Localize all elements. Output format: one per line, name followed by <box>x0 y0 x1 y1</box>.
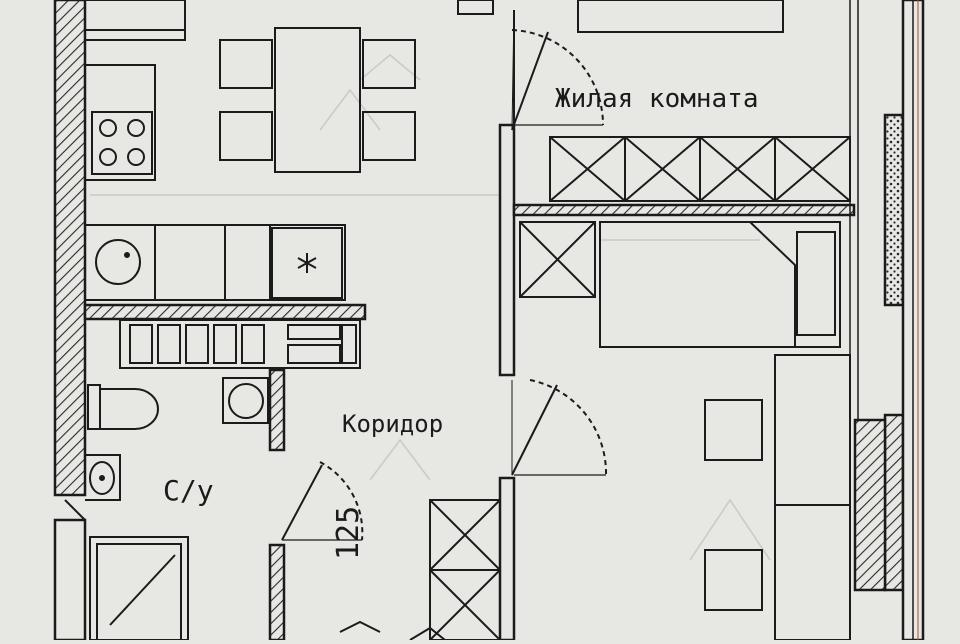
toilet-icon <box>87 384 159 430</box>
central-wall-upper <box>498 123 516 377</box>
kitchen <box>84 0 346 301</box>
bathroom-right-wall <box>268 368 286 452</box>
chair <box>362 111 416 161</box>
chair <box>219 39 273 89</box>
living-room-partition <box>512 203 856 217</box>
kitchen-counter-lower <box>84 224 346 301</box>
sofa <box>577 0 784 33</box>
bathroom-door <box>281 461 364 541</box>
corridor-floor-marker <box>339 620 446 641</box>
storage-cabinets <box>549 136 851 202</box>
work-desk <box>774 354 851 641</box>
right-wall-lower-thin <box>853 418 887 592</box>
bathroom <box>85 319 361 641</box>
asterisk-appliance-icon <box>271 227 343 299</box>
round-sink-icon <box>95 239 141 285</box>
chair <box>362 39 416 89</box>
bathroom-label: С/у <box>163 474 214 507</box>
living-room-label: Жилая комната <box>555 84 759 114</box>
walls <box>53 0 925 642</box>
dining-set <box>219 27 416 173</box>
armchair <box>704 399 763 461</box>
four-burner-stove-icon <box>91 111 153 175</box>
kitchen-counter-upper <box>84 64 156 181</box>
door-width-dimension: 125 <box>331 506 366 560</box>
corridor-label: Коридор <box>342 410 443 438</box>
top-cabinet <box>457 0 494 15</box>
chair <box>219 111 273 161</box>
bed-area <box>519 221 841 348</box>
right-exterior-wall-top <box>883 113 905 307</box>
bathroom-top-wall <box>83 303 367 321</box>
doors <box>64 9 608 541</box>
kitchen-wall-stub <box>64 499 86 521</box>
washing-machine-icon <box>222 377 269 424</box>
corridor-wardrobe <box>429 499 501 641</box>
bathroom-right-wall-lower <box>268 543 286 642</box>
washbasin-icon <box>85 454 121 501</box>
kitchen-cabinet-top <box>84 0 186 41</box>
background-ghost-lines <box>90 54 771 561</box>
central-wall-lower <box>498 476 516 642</box>
bathroom-shelves <box>119 319 361 369</box>
armchair <box>704 549 763 611</box>
right-exterior-wall-bottom <box>883 413 905 592</box>
corridor-room-door <box>511 379 608 476</box>
living-room-door <box>511 9 605 131</box>
left-exterior-wall <box>53 0 87 497</box>
left-wall-lower <box>53 518 87 642</box>
dining-table <box>274 27 361 173</box>
shower-tray-icon <box>89 536 189 641</box>
